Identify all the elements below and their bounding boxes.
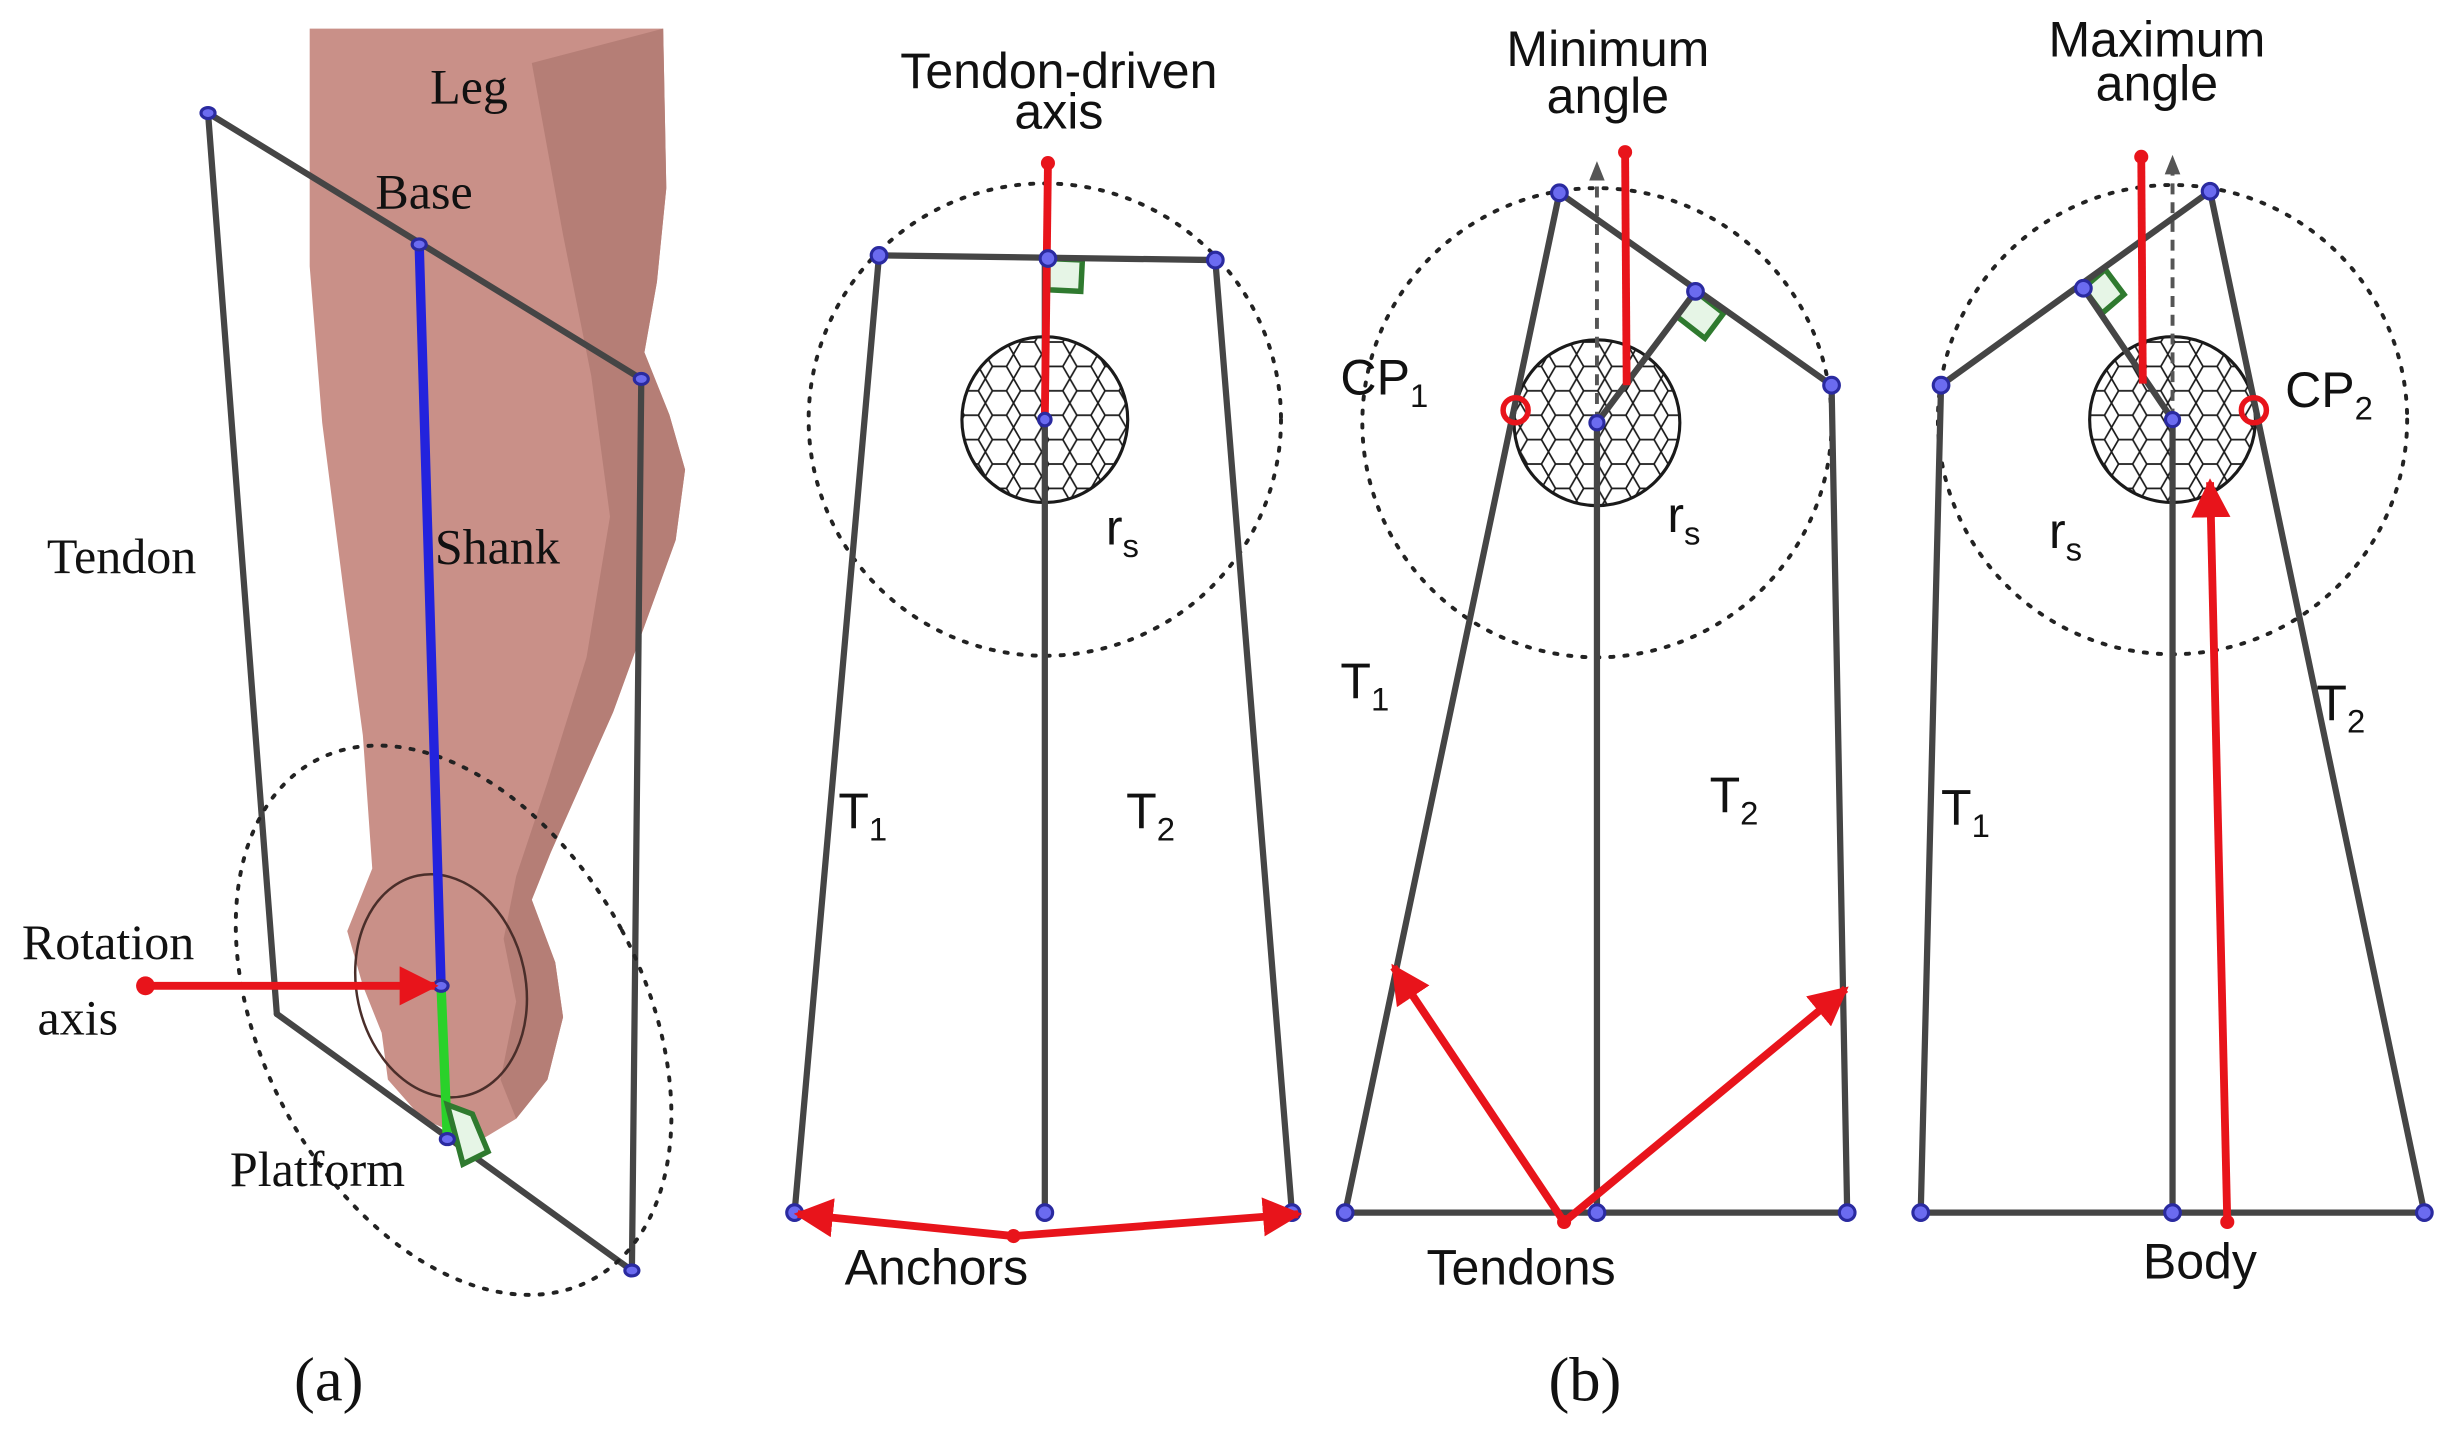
anchor-mid-minimum [1587, 1203, 1607, 1222]
body-arrow-origin [2220, 1214, 2235, 1230]
anchors-arrow-left [793, 1198, 1014, 1240]
drive-axis-top-neutral [1040, 156, 1055, 171]
title-minimum-line2: angle [1547, 68, 1669, 124]
label-t1-maximum: T1 [1941, 780, 1990, 845]
label-rs-minimum: rs [1667, 487, 1700, 552]
anchors-arrow-right [1013, 1197, 1303, 1240]
label-shank: Shank [435, 519, 561, 575]
joint-rotation [432, 978, 450, 993]
label-axis: axis [38, 989, 119, 1045]
rotation-circle [233, 743, 674, 1297]
label-cp1: CP1 [1340, 350, 1428, 415]
joint-center-neutral [1036, 411, 1053, 428]
ankle-disc [353, 873, 529, 1099]
drive-axis-top-maximum [2134, 149, 2149, 164]
joint-top-right-maximum [2200, 181, 2220, 201]
label-t2-neutral: T2 [1126, 783, 1175, 848]
anchor-right-maximum [2414, 1203, 2434, 1222]
label-cp2: CP2 [2285, 362, 2373, 427]
tendons-arrow-origin [1557, 1214, 1572, 1230]
panel-b-view-neutral: Tendon-driven axis rs T1 T2 Anchors [785, 43, 1303, 1296]
title-maximum-line1: Maximum [2048, 12, 2265, 68]
rotation-axis-start [136, 976, 155, 996]
anchors-arrow-origin [1006, 1229, 1021, 1244]
label-leg: Leg [430, 59, 508, 115]
title-minimum-line1: Minimum [1506, 21, 1709, 77]
body-link-maximum [2080, 285, 2176, 423]
drive-axis-minimum [1621, 152, 1631, 386]
label-t1-neutral: T1 [838, 783, 887, 848]
title-maximum-line2: angle [2096, 56, 2218, 112]
joint-top-right-minimum [1822, 375, 1841, 395]
caption-a: (a) [294, 1344, 363, 1414]
joint-top-right [632, 371, 650, 386]
contact-point-cp2 [2238, 394, 2270, 426]
tendon-t2-neutral [1212, 256, 1296, 1216]
label-t2-maximum: T2 [2316, 675, 2365, 740]
leg-shadow [500, 28, 686, 1119]
label-rs-neutral: rs [1106, 500, 1139, 565]
tendons-arrow-left [1390, 963, 1568, 1225]
anchor-left-minimum [1335, 1203, 1355, 1222]
label-base: Base [375, 163, 472, 219]
joint-center-maximum [2163, 411, 2182, 429]
label-t1-minimum: T1 [1340, 653, 1389, 718]
joint-mid-minimum [1686, 281, 1705, 301]
anchor-mid-maximum [2163, 1203, 2182, 1222]
panel-b-view-minimum: Minimum angle CP1 rs T1 T2 Tendons [1335, 21, 1857, 1296]
drive-axis-maximum [2137, 156, 2147, 384]
right-angle-marker-a [443, 1100, 492, 1169]
contact-point-cp1 [1500, 394, 1531, 426]
panel-a: Leg Base Tendon Shank Rotation axis Plat… [22, 28, 686, 1414]
anchor-mid-neutral [1035, 1203, 1055, 1222]
label-tendon: Tendon [47, 528, 196, 584]
tendon-t1-minimum [1342, 189, 1563, 1216]
shank-link [414, 239, 446, 991]
joint-top-left [199, 105, 217, 121]
joint-mid-maximum [2074, 278, 2093, 298]
tendon-t1-neutral [791, 252, 883, 1216]
joint-top-left-neutral [869, 245, 889, 265]
body-link-minimum [1593, 288, 1699, 426]
anchor-right-minimum [1837, 1203, 1857, 1222]
tendon-right-link [628, 375, 645, 1274]
body-arrow [2191, 478, 2232, 1223]
joint-top-left-maximum [1931, 375, 1951, 395]
panel-b-view-maximum: Maximum angle CP2 rs T1 T2 Body [1911, 12, 2434, 1289]
tendons-arrow-right [1561, 985, 1849, 1225]
tendon-t2-minimum [1828, 382, 1851, 1216]
tendon-t2-maximum [2206, 188, 2428, 1216]
joint-platform [438, 1132, 456, 1147]
label-rs-maximum: rs [2049, 503, 2082, 568]
joint-top-right-neutral [1205, 250, 1225, 270]
drive-axis-neutral [1040, 163, 1052, 420]
tendon-t1-maximum [1917, 382, 1945, 1216]
label-platform: Platform [230, 1141, 405, 1197]
joint-center-minimum [1588, 414, 1606, 432]
label-anchors: Anchors [845, 1240, 1029, 1296]
caption-b: (b) [1548, 1344, 1621, 1414]
leg-model [309, 28, 686, 1143]
label-body: Body [2143, 1233, 2257, 1289]
joint-top-mid-neutral [1038, 249, 1058, 268]
label-t2-minimum: T2 [1710, 767, 1759, 832]
joint-top-left-minimum [1550, 183, 1569, 203]
drive-axis-top-minimum [1618, 145, 1633, 160]
tendon-left-link [204, 109, 280, 1018]
label-tendons: Tendons [1426, 1240, 1615, 1296]
platform-offset-link [436, 981, 453, 1144]
anchor-left-maximum [1911, 1203, 1931, 1222]
joint-base [410, 237, 428, 252]
joint-bottom-right [623, 1263, 641, 1278]
title-neutral-line2: axis [1014, 84, 1103, 140]
label-rotation: Rotation [22, 914, 194, 970]
title-neutral-line1: Tendon-driven [900, 43, 1217, 99]
